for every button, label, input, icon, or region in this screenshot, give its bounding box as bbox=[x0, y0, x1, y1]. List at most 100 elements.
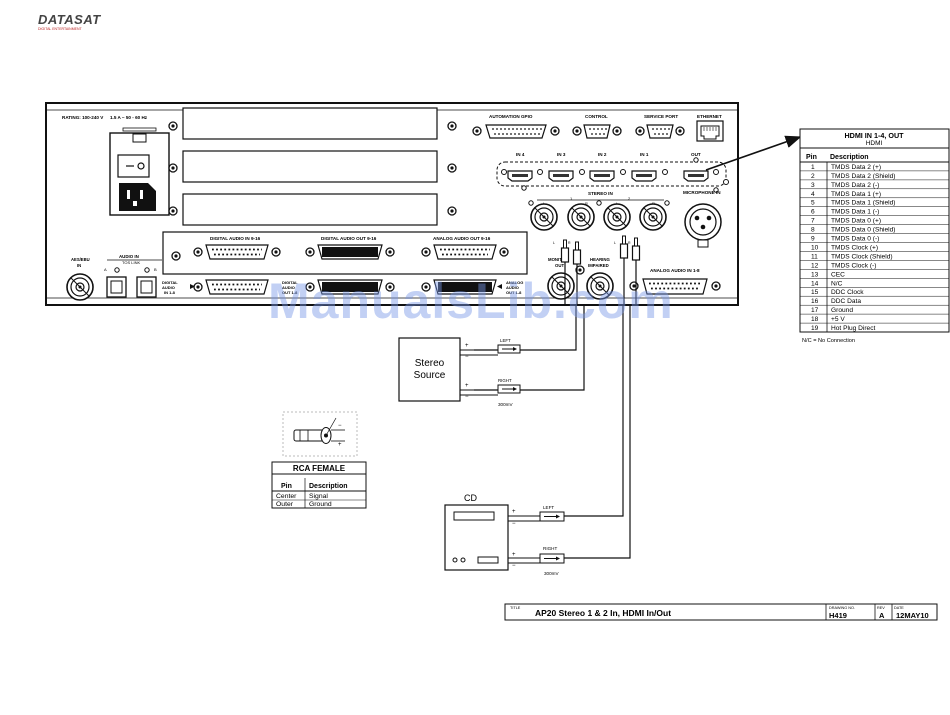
digital-audio-in-9-16-label: DIGITAL AUDIO IN 9-16 bbox=[210, 236, 261, 241]
datasat-logo: DATASAT DIGITAL ENTERTAINMENT bbox=[38, 12, 101, 31]
hdmi-row-description: TMDS Data 2 (-) bbox=[831, 182, 879, 189]
hdmi-row-description: TMDS Clock (+) bbox=[831, 245, 878, 252]
ss-plus-right: + bbox=[465, 383, 469, 389]
hdmi-row-description: CEC bbox=[831, 271, 845, 278]
dai-label-1: DIGITAL bbox=[162, 280, 178, 285]
hdmi-row-description: DDC Clock bbox=[831, 289, 864, 296]
stereo-source-label-1: Stereo bbox=[415, 358, 445, 369]
service-port-connector bbox=[635, 124, 685, 139]
rating-label: RATING: 100-240 V bbox=[62, 115, 104, 120]
cd-plus-left: + bbox=[512, 509, 516, 515]
digital-audio-out-9-16-label: DIGITAL AUDIO OUT 9-16 bbox=[321, 236, 377, 241]
service-port-label: SERVICE PORT bbox=[644, 114, 678, 119]
drawing-title: AP20 Stereo 1 & 2 In, HDMI In/Out bbox=[535, 608, 671, 618]
hdmi-row-pin: 2 bbox=[811, 173, 815, 180]
hdmi-row-pin: 11 bbox=[811, 253, 818, 260]
power-inlet-module bbox=[109, 127, 170, 216]
cd-left-label: LEFT bbox=[543, 505, 554, 510]
ss-left-label: LEFT bbox=[500, 338, 511, 343]
rca-minus: − bbox=[338, 423, 342, 429]
dai-label-2: AUDIO bbox=[162, 285, 175, 290]
control-connector bbox=[572, 124, 622, 139]
cd-label: CD bbox=[464, 493, 477, 503]
hdmi-row-pin: 12 bbox=[811, 262, 819, 269]
plug-l2: L bbox=[614, 241, 616, 245]
stereo-in-section: STEREO IN 1 2 L R L R L R L R bbox=[528, 191, 670, 245]
cd-player-device: CD + − + − LEFT RIGHT 300mV bbox=[444, 493, 565, 576]
digital-audio-out-1-8-connector: DIGITAL AUDIO OUT 1-8 bbox=[282, 279, 395, 295]
tos-a-label: A bbox=[104, 267, 107, 272]
svg-text:DIGITAL ENTERTAINMENT: DIGITAL ENTERTAINMENT bbox=[38, 27, 82, 31]
hdmi-row-description: TMDS Data 0 (-) bbox=[831, 236, 879, 243]
hdmi-row-pin: 14 bbox=[811, 280, 819, 287]
ss-minus-right: − bbox=[465, 394, 469, 400]
rca-row2-desc: Ground bbox=[309, 501, 332, 508]
hdmi-row-pin: 13 bbox=[811, 271, 819, 278]
hdmi-row-pin: 3 bbox=[811, 182, 815, 189]
hdmi-row-description: TMDS Data 0 (Shield) bbox=[831, 227, 896, 234]
ethernet-label: ETHERNET bbox=[697, 114, 722, 119]
hdmi-row-description: TMDS Data 1 (-) bbox=[831, 209, 879, 216]
ss-right-label: RIGHT bbox=[498, 378, 512, 383]
rev-value: A bbox=[879, 611, 885, 620]
hdmi-row-description: TMDS Data 1 (Shield) bbox=[831, 200, 896, 207]
hdmi-row-pin: 9 bbox=[811, 236, 815, 243]
analog-audio-in-label: ANALOG AUDIO IN 1-8 bbox=[650, 268, 700, 273]
hdmi-col-desc: Description bbox=[830, 154, 869, 161]
expansion-slots bbox=[168, 107, 457, 226]
svg-text:DATASAT: DATASAT bbox=[38, 12, 101, 27]
automation-gpio-connector bbox=[472, 124, 560, 139]
dao-label-2: AUDIO bbox=[282, 285, 295, 290]
rca-plus: + bbox=[338, 442, 342, 448]
hdmi-row-description: TMDS Data 2 (Shield) bbox=[831, 173, 896, 180]
ss-minus-left: − bbox=[465, 354, 469, 360]
hdmi-col-pin: Pin bbox=[806, 154, 817, 161]
hdmi-table-note: N/C = No Connection bbox=[802, 338, 855, 344]
stereo-ch1-r: R bbox=[585, 201, 588, 206]
hdmi-in4-label: IN 4 bbox=[516, 152, 525, 157]
hdmi-row-pin: 8 bbox=[811, 227, 815, 234]
rca-col-pin: Pin bbox=[281, 483, 292, 490]
hearing-label-1: HEARING bbox=[590, 257, 610, 262]
microphone-in-connector: MICROPHONE IN bbox=[683, 190, 722, 248]
hdmi-row-pin: 18 bbox=[811, 316, 819, 323]
analog-audio-out-9-16-label: ANALOG AUDIO OUT 9-16 bbox=[433, 236, 491, 241]
stereo-source-device: Stereo Source + − + − LEFT RIGHT 300mV bbox=[398, 337, 584, 407]
title-label: TITLE bbox=[510, 606, 521, 610]
analog-audio-out-9-16-connector bbox=[421, 244, 509, 260]
plug-r1: R bbox=[568, 241, 571, 245]
cd-level-label: 300mV bbox=[544, 571, 559, 576]
hdmi-in3-label: IN 3 bbox=[557, 152, 566, 157]
dai-label-3: IN 1-8 bbox=[164, 290, 176, 295]
hearing-impaired-connector: HEARING IMPAIRED bbox=[586, 257, 614, 300]
stereo-in-label: STEREO IN bbox=[588, 191, 613, 196]
hdmi-row-description: Hot Plug Direct bbox=[831, 325, 876, 332]
hdmi-row-description: +5 V bbox=[831, 316, 845, 323]
tos-link-label: TOS LINK bbox=[122, 260, 140, 265]
hdmi-pointer-arrow bbox=[705, 135, 802, 171]
drawing-no: H419 bbox=[829, 611, 847, 620]
rca-row1-pin: Center bbox=[276, 493, 297, 500]
aao-label-3: OUT 1-8 bbox=[506, 290, 522, 295]
ethernet-port bbox=[696, 120, 724, 142]
hdmi-row-pin: 17 bbox=[811, 307, 819, 314]
hdmi-row-pin: 16 bbox=[811, 298, 819, 305]
rca-table-title: RCA FEMALE bbox=[293, 464, 346, 473]
current-label: 1.5 A ~ 50 - 60 Hz bbox=[110, 115, 148, 120]
cd-minus-left: − bbox=[512, 521, 516, 527]
monitor-label-2: OUT bbox=[555, 263, 564, 268]
hdmi-in1-label: IN 1 bbox=[640, 152, 649, 157]
audio-in-label: AUDIO IN bbox=[119, 254, 139, 259]
cd-plus-right: + bbox=[512, 552, 516, 558]
dao-label-3: OUT 1-8 bbox=[282, 290, 298, 295]
analog-audio-out-1-8-connector: ANALOG AUDIO OUT 1-8 bbox=[421, 279, 523, 295]
hdmi-row-pin: 15 bbox=[811, 289, 819, 296]
hdmi-row-pin: 4 bbox=[811, 191, 815, 198]
aes-label-2: IN bbox=[77, 263, 81, 268]
analog-audio-in-1-8-connector: ANALOG AUDIO IN 1-8 bbox=[629, 268, 721, 295]
hdmi-table-title: HDMI IN 1-4, OUT bbox=[844, 131, 904, 140]
stereo-ch1-label: 1 bbox=[570, 196, 573, 201]
rca-row2-pin: Outer bbox=[276, 501, 294, 508]
hdmi-row-pin: 1 bbox=[811, 164, 815, 171]
